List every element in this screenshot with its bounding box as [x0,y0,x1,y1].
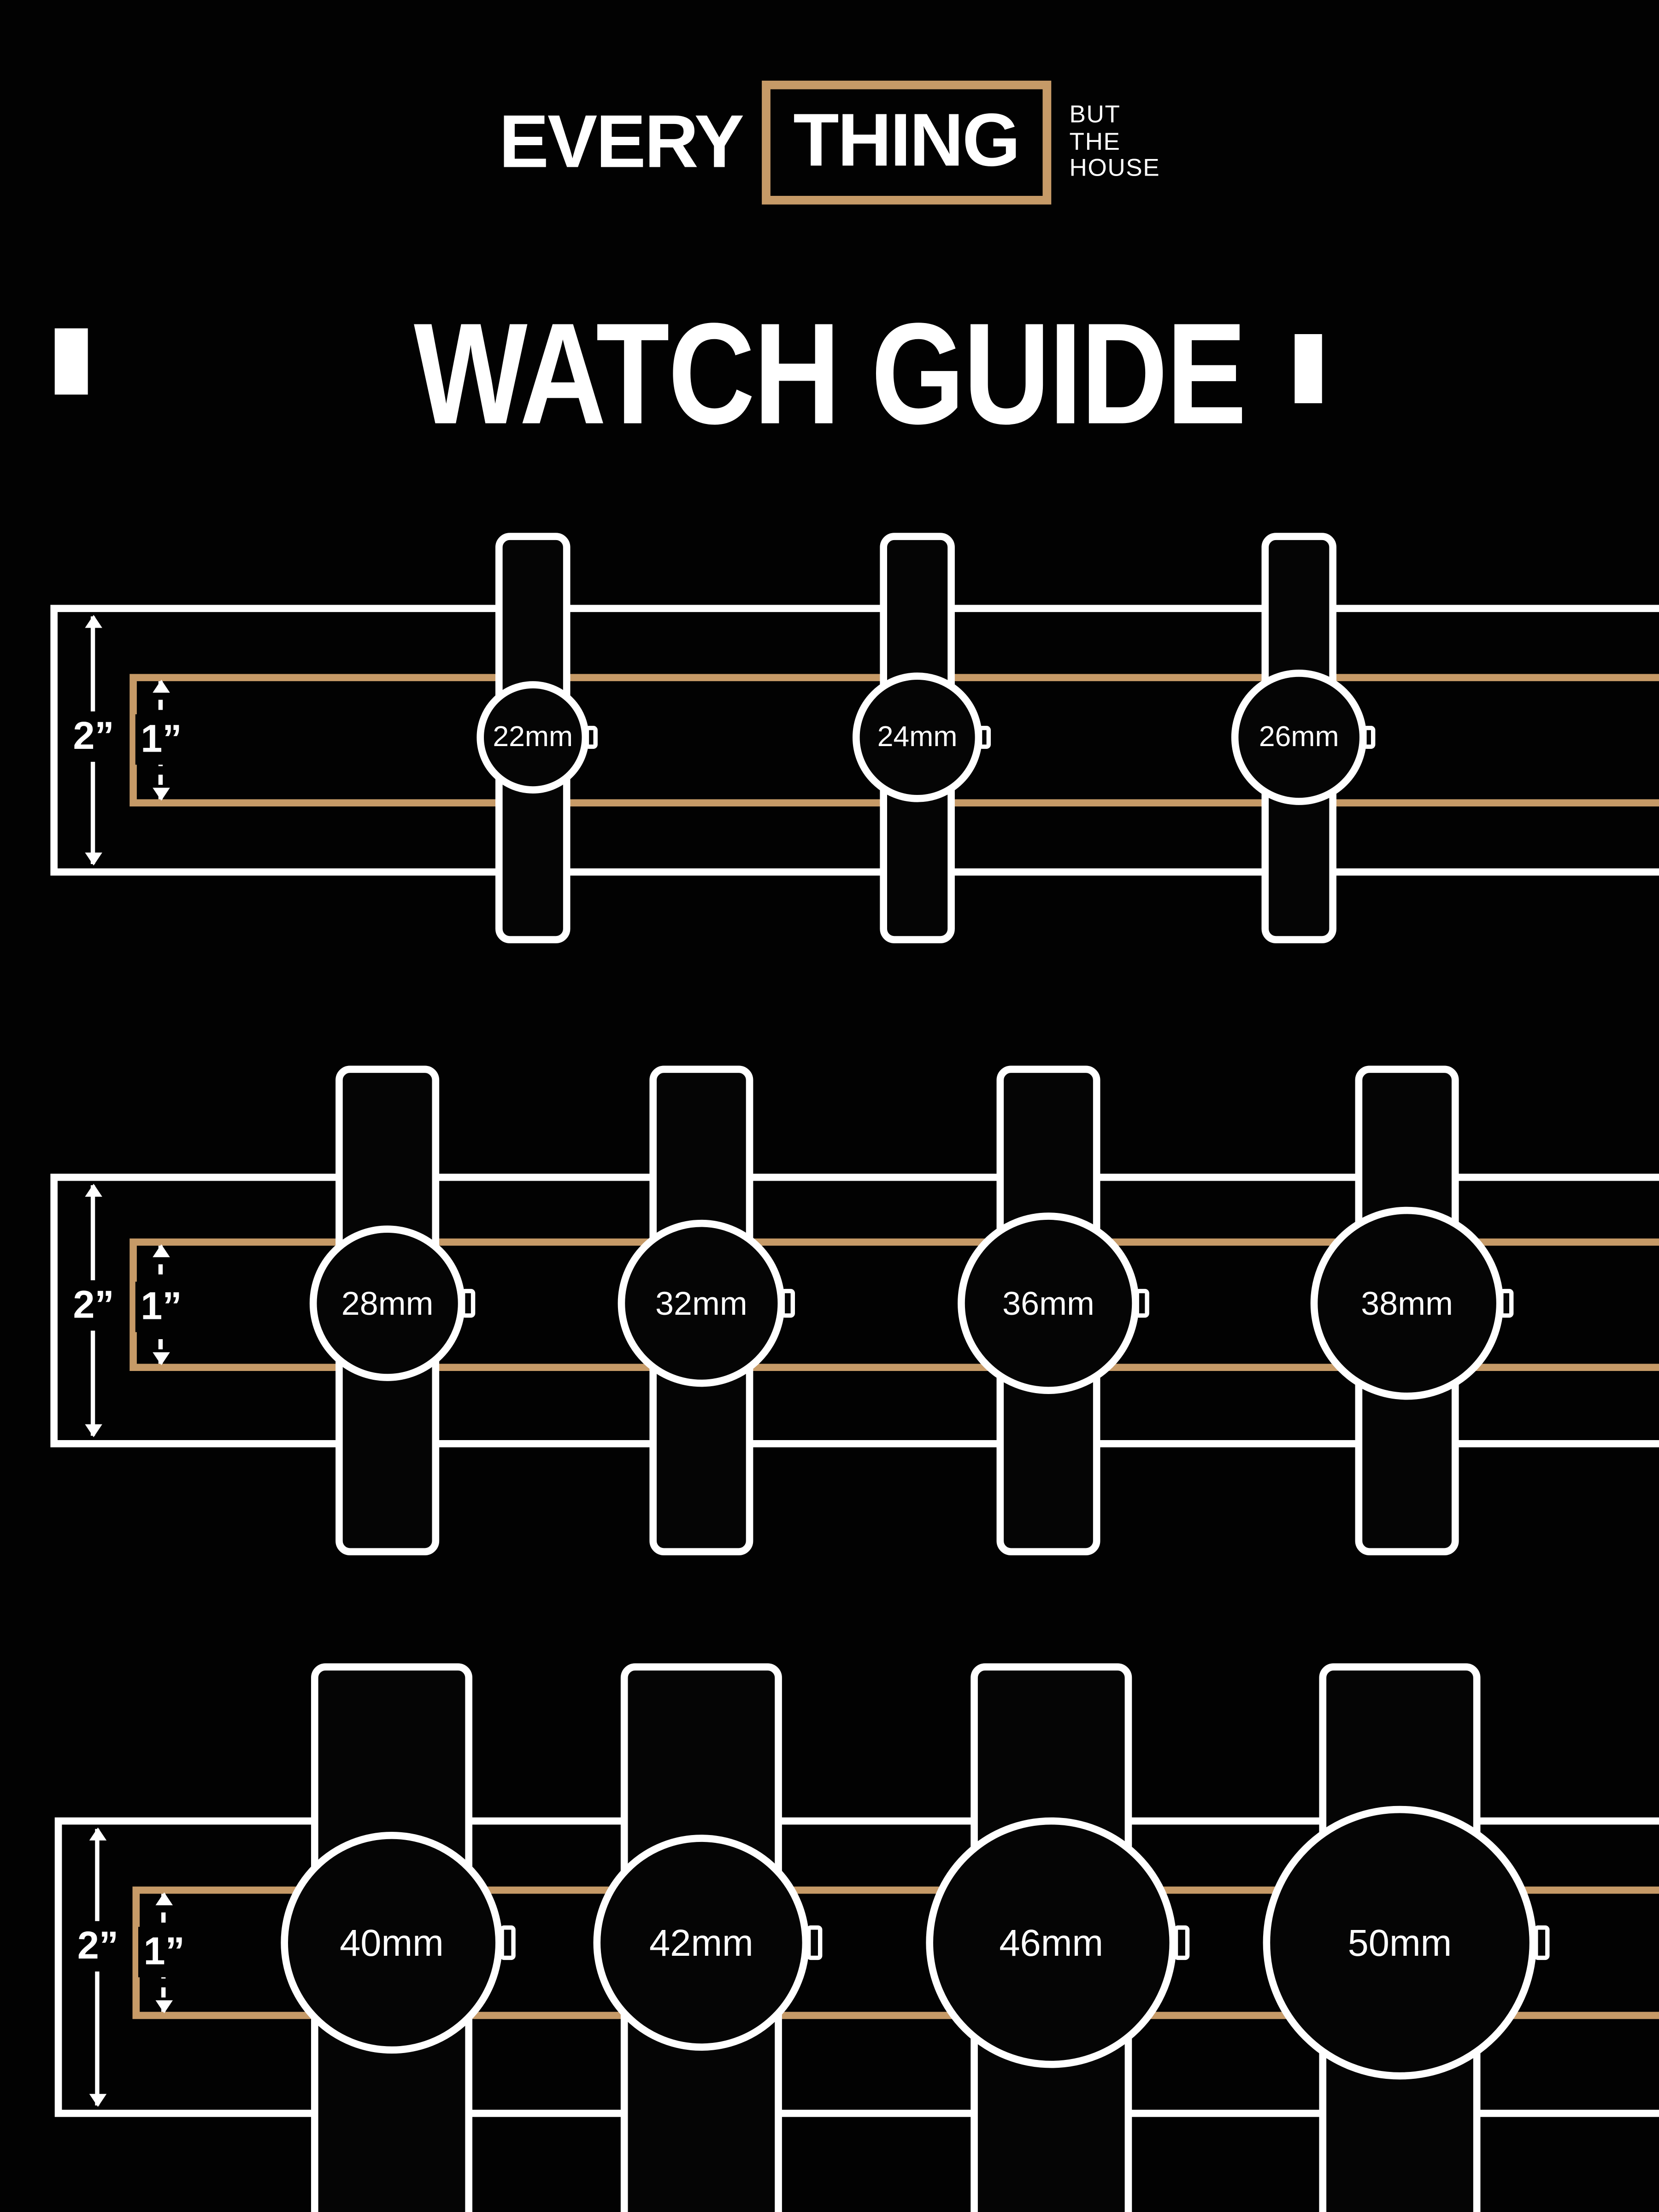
inner-band-1in [129,1238,1659,1371]
decorative-stub-left [54,328,88,395]
watch-size-label: 24mm [877,721,958,753]
watch-size-label: 40mm [340,1920,444,1964]
watch-crown-icon [1499,1288,1514,1318]
outer-band-2in [50,1173,1659,1447]
watch-crown-icon [977,726,991,749]
watch-size-label: 38mm [1361,1283,1453,1322]
watch-size-label: 22mm [493,721,573,753]
watch-size-label: 46mm [999,1920,1104,1964]
watch-size-label: 26mm [1259,721,1339,753]
watch-face-36mm: 36mm [958,1212,1149,1394]
logo-tagline-house: HOUSE [1069,154,1160,182]
watch-crown-icon [584,726,598,749]
watch-face-42mm: 42mm [593,1835,823,2051]
logo-tagline-but: BUT [1069,100,1121,129]
outer-band-2in [50,605,1659,876]
inner-width-label: 1” [135,714,188,765]
logo-tagline-the: THE [1069,128,1121,155]
watch-crown-icon [1362,726,1376,749]
watch-face-40mm: 40mm [281,1832,516,2054]
watch-crown-icon [780,1288,795,1318]
brand-logo: EVERY THING BUT THE HOUSE [0,81,1659,205]
watch-size-label: 32mm [655,1283,747,1322]
watch-crown-icon [500,1925,516,1960]
watch-face-46mm: 46mm [926,1817,1190,2068]
watch-face-50mm: 50mm [1263,1806,1550,2080]
watch-size-label: 36mm [1002,1283,1094,1322]
watch-face-26mm: 26mm [1231,670,1376,805]
watch-size-label: 42mm [649,1920,753,1964]
watch-face-28mm: 28mm [309,1225,476,1381]
inner-width-label: 1” [138,1927,190,1977]
watch-size-label: 28mm [341,1283,434,1322]
watch-crown-icon [461,1288,476,1318]
watch-face-38mm: 38mm [1310,1206,1514,1400]
watch-size-label: 50mm [1347,1920,1452,1964]
inner-width-label: 1” [135,1282,188,1332]
watch-crown-icon [1135,1288,1149,1318]
page-title: WATCH GUIDE [413,295,1247,455]
watch-face-32mm: 32mm [618,1219,795,1387]
watch-crown-icon [1534,1925,1550,1960]
outer-width-label: 2” [62,1280,125,1331]
watch-crown-icon [806,1925,823,1960]
watch-face-24mm: 24mm [853,672,991,802]
logo-word-thing: THING [793,99,1020,183]
logo-word-every: EVERY [499,100,744,184]
watch-face-22mm: 22mm [477,681,598,794]
watch-crown-icon [1173,1925,1190,1960]
outer-width-label: 2” [66,1921,130,1972]
decorative-stub-right [1294,334,1322,403]
logo-tagline: BUT THE HOUSE [1069,100,1160,183]
outer-width-label: 2” [62,711,125,762]
logo-thing-box: THING [761,81,1051,205]
